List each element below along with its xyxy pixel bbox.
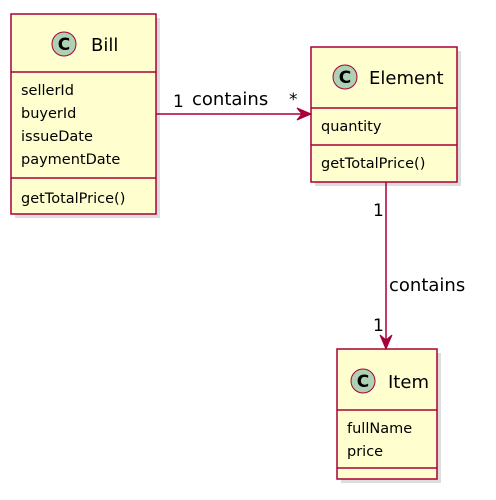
class-stereotype-letter: C [58, 35, 70, 55]
attribute: quantity [321, 119, 382, 135]
target-multiplicity: 1 [373, 316, 384, 336]
class-bill[interactable]: C Bill sellerId buyerId issueDate paymen… [10, 13, 160, 218]
target-multiplicity: * [289, 90, 298, 110]
attribute: price [347, 444, 383, 460]
arrowhead-icon [296, 107, 313, 121]
source-multiplicity: 1 [173, 92, 184, 112]
class-element[interactable]: C Element quantity getTotalPrice() [310, 46, 461, 186]
attribute: paymentDate [21, 152, 120, 168]
attribute: sellerId [21, 83, 74, 99]
attribute: buyerId [21, 106, 76, 122]
class-stereotype-letter: C [357, 372, 369, 392]
class-bill-name: Bill [91, 35, 118, 56]
class-item[interactable]: C Item fullName price [336, 348, 441, 483]
class-element-name: Element [369, 68, 444, 89]
method: getTotalPrice() [321, 156, 425, 172]
class-item-box [336, 348, 438, 480]
arrowhead-icon [379, 334, 393, 351]
class-stereotype-letter: C [339, 68, 351, 88]
class-bill-box [10, 13, 157, 215]
class-icon: C [350, 368, 376, 394]
class-icon: C [332, 64, 358, 90]
attribute: issueDate [21, 129, 93, 145]
class-icon: C [51, 31, 77, 57]
class-item-name: Item [388, 372, 429, 393]
attribute: fullName [347, 421, 412, 437]
association-element-item[interactable]: 1 contains 1 [373, 182, 465, 351]
association-bill-element[interactable]: 1 contains * [156, 89, 313, 121]
association-label: contains [192, 89, 268, 110]
source-multiplicity: 1 [373, 201, 384, 221]
association-label: contains [389, 275, 465, 296]
method: getTotalPrice() [21, 191, 125, 207]
